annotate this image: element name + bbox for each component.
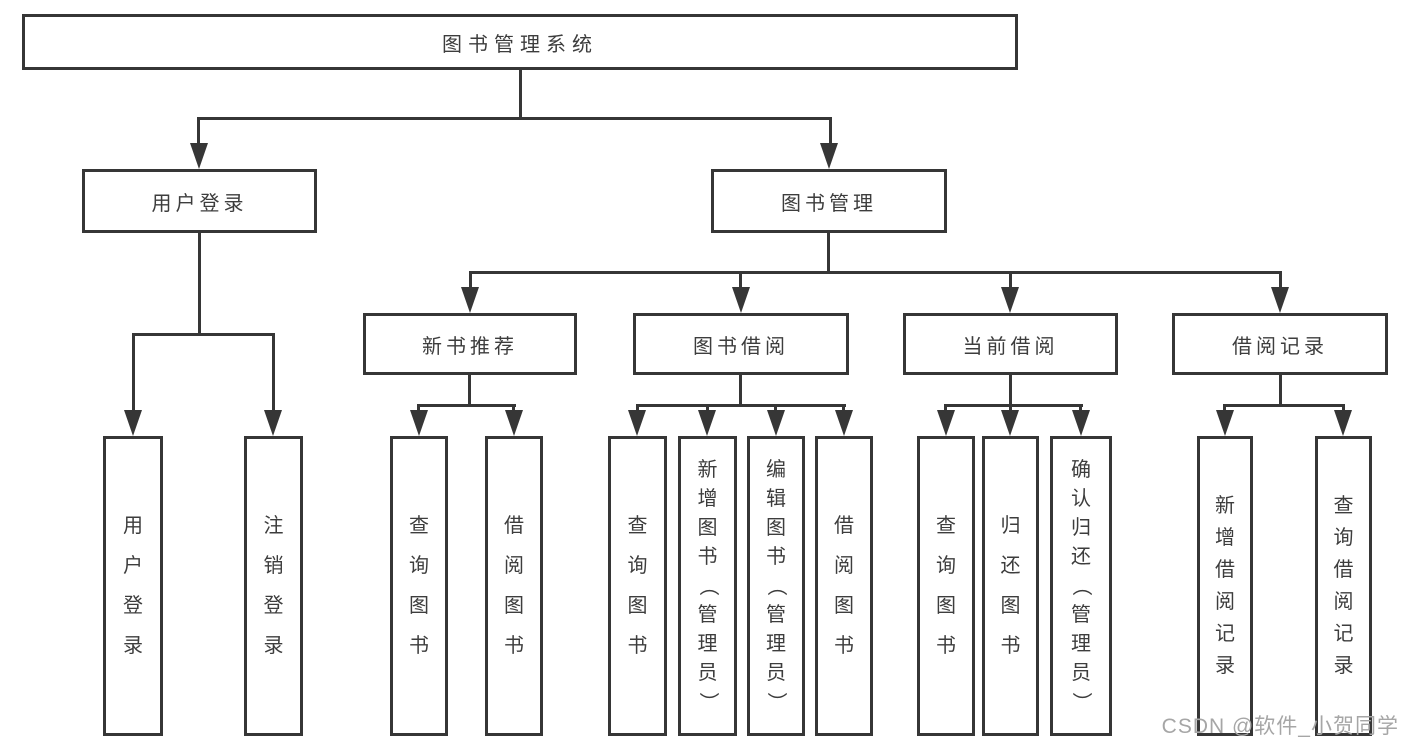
node-root: 图书管理系统 — [22, 14, 1018, 70]
arrow-down-icon — [732, 287, 750, 313]
node-new-book-recommend-label: 新书推荐 — [422, 335, 518, 358]
connector-line — [468, 375, 471, 406]
arrow-down-icon — [124, 410, 142, 436]
connector-line — [827, 233, 830, 273]
arrow-down-icon — [1001, 410, 1019, 436]
leaf-add-borrow-record: 新增借阅记录 — [1197, 436, 1253, 736]
connector-line — [198, 233, 201, 336]
node-book-management: 图书管理 — [711, 169, 947, 233]
arrow-down-icon — [767, 410, 785, 436]
connector-line — [1342, 404, 1345, 414]
connector-line — [842, 404, 845, 414]
leaf-logout: 注销登录 — [244, 436, 303, 736]
connector-line — [519, 70, 522, 119]
arrow-down-icon — [410, 410, 428, 436]
leaf-query-books-current: 查询图书 — [917, 436, 975, 736]
arrow-down-icon — [698, 410, 716, 436]
arrow-down-icon — [1072, 410, 1090, 436]
connector-line — [197, 117, 831, 120]
leaf-edit-books-admin: 编辑图书（管理员） — [747, 436, 805, 736]
connector-line — [636, 404, 639, 414]
connector-line — [944, 404, 947, 414]
arrow-down-icon — [835, 410, 853, 436]
node-borrowing-records-label: 借阅记录 — [1232, 335, 1328, 358]
arrow-down-icon — [1271, 287, 1289, 313]
node-root-label: 图书管理系统 — [442, 33, 598, 56]
arrow-down-icon — [937, 410, 955, 436]
arrow-down-icon — [1216, 410, 1234, 436]
node-book-borrowing: 图书借阅 — [633, 313, 849, 375]
connector-line — [132, 333, 275, 336]
connector-line — [417, 404, 420, 414]
node-current-borrowing-label: 当前借阅 — [962, 335, 1059, 358]
leaf-user-login: 用户登录 — [103, 436, 163, 736]
leaf-return-books: 归还图书 — [982, 436, 1039, 736]
connector-line — [1079, 404, 1082, 414]
leaf-borrow-books-recommend: 借阅图书 — [485, 436, 543, 736]
leaf-query-books-borrow: 查询图书 — [608, 436, 667, 736]
connector-line — [944, 404, 1083, 407]
node-user-login-label: 用户登录 — [151, 192, 248, 215]
leaf-borrow-books: 借阅图书 — [815, 436, 873, 736]
arrow-down-icon — [190, 143, 208, 169]
connector-line — [774, 404, 777, 414]
connector-line — [1009, 375, 1012, 406]
node-new-book-recommend: 新书推荐 — [363, 313, 577, 375]
leaf-query-books-recommend: 查询图书 — [390, 436, 448, 736]
arrow-down-icon — [461, 287, 479, 313]
connector-line — [1279, 375, 1282, 406]
node-book-management-label: 图书管理 — [781, 192, 877, 215]
node-user-login: 用户登录 — [82, 169, 317, 233]
connector-line — [417, 404, 516, 407]
connector-line — [636, 404, 846, 407]
connector-line — [1009, 404, 1012, 414]
connector-line — [739, 271, 742, 293]
connector-line — [469, 271, 472, 293]
connector-line — [1279, 271, 1282, 293]
connector-line — [512, 404, 515, 414]
leaf-query-borrow-record: 查询借阅记录 — [1315, 436, 1372, 736]
node-book-borrowing-label: 图书借阅 — [693, 335, 789, 358]
leaf-add-books-admin: 新增图书（管理员） — [678, 436, 737, 736]
connector-line — [1223, 404, 1226, 414]
watermark: CSDN @软件_小贺同学 — [1161, 715, 1399, 738]
arrow-down-icon — [820, 143, 838, 169]
connector-line — [272, 333, 275, 413]
arrow-down-icon — [505, 410, 523, 436]
connector-line — [706, 404, 709, 414]
connector-line — [197, 117, 200, 149]
node-borrowing-records: 借阅记录 — [1172, 313, 1388, 375]
arrow-down-icon — [264, 410, 282, 436]
connector-line — [829, 117, 832, 149]
connector-line — [1223, 404, 1345, 407]
connector-line — [469, 271, 1282, 274]
arrow-down-icon — [1001, 287, 1019, 313]
connector-line — [739, 375, 742, 406]
connector-line — [132, 333, 135, 413]
node-current-borrowing: 当前借阅 — [903, 313, 1118, 375]
arrow-down-icon — [1334, 410, 1352, 436]
leaf-confirm-return-admin: 确认归还（管理员） — [1050, 436, 1112, 736]
connector-line — [1009, 271, 1012, 293]
arrow-down-icon — [628, 410, 646, 436]
